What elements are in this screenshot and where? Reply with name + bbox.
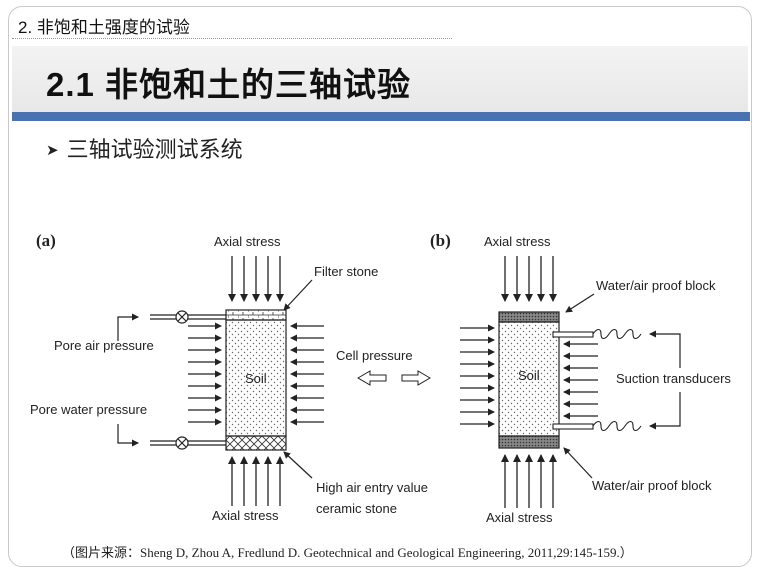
filter-stone-label: Filter stone — [314, 264, 378, 279]
proof-block-bottom — [498, 435, 560, 449]
filter-stone-pointer — [283, 279, 313, 311]
pore-water-line — [117, 424, 226, 450]
panel-a: (a) Axial stress Filter stone Soil — [30, 231, 431, 523]
cell-pressure-label: Cell pressure — [336, 348, 413, 363]
ceramic-stone-pointer — [283, 451, 313, 479]
pore-air-pressure-label: Pore air pressure — [54, 338, 154, 353]
title-accent-bar — [12, 112, 750, 121]
soil-label-a: Soil — [245, 371, 267, 386]
soil-specimen-a — [225, 319, 287, 437]
proof-block-top — [498, 311, 560, 323]
panel-b: (b) Axial stress Water/air proof block S… — [430, 231, 731, 525]
soil-label-b: Soil — [518, 368, 540, 383]
axial-stress-top-label-b: Axial stress — [484, 234, 551, 249]
bullet-arrow-icon: ➤ — [46, 142, 59, 159]
cell-pressure-left-arrows-b — [460, 324, 495, 428]
high-air-entry-label-line1: High air entry value — [316, 480, 428, 495]
axial-stress-bottom-label-a: Axial stress — [212, 508, 279, 523]
axial-stress-bottom-label-b: Axial stress — [486, 510, 553, 525]
proof-block-bottom-label: Water/air proof block — [592, 478, 712, 493]
title-band — [12, 46, 748, 112]
cell-pressure-left-arrows-a — [188, 322, 222, 426]
proof-block-top-pointer — [565, 293, 595, 313]
proof-block-bottom-pointer — [563, 447, 593, 479]
cell-pressure-arrow-left-icon — [357, 370, 387, 386]
panel-b-tag: (b) — [430, 231, 451, 250]
high-air-entry-label-line2: ceramic stone — [316, 501, 397, 516]
proof-block-top-label: Water/air proof block — [596, 278, 716, 293]
section-title: 2. 非饱和土强度的试验 — [18, 18, 190, 37]
bullet-item: ➤ 三轴试验测试系统 — [46, 132, 243, 164]
suction-pointers — [649, 330, 681, 430]
figure-caption: （图片来源：Sheng D, Zhou A, Fredlund D. Geote… — [62, 545, 633, 560]
axial-stress-top-arrows-b — [501, 256, 557, 302]
bullet-text: 三轴试验测试系统 — [66, 137, 243, 162]
pore-air-line — [117, 310, 226, 341]
filter-stone — [225, 309, 287, 321]
cell-pressure-right-arrows-b — [563, 340, 598, 420]
cell-pressure-right-arrows-a — [290, 322, 324, 426]
triaxial-figure: (a) Axial stress Filter stone Soil — [18, 216, 738, 534]
panel-a-tag: (a) — [36, 231, 56, 250]
axial-stress-bottom-arrows-a — [228, 456, 284, 506]
slide-title: 2.1 非饱和土的三轴试验 — [46, 66, 412, 103]
axial-stress-top-label-a: Axial stress — [214, 234, 281, 249]
triaxial-diagram: (a) Axial stress Filter stone Soil — [30, 231, 731, 525]
axial-stress-bottom-arrows-b — [501, 454, 557, 508]
cell-pressure-arrow-right-icon — [401, 370, 431, 386]
suction-transducer-bottom — [552, 420, 642, 432]
pore-water-pressure-label: Pore water pressure — [30, 402, 147, 417]
header-divider — [12, 38, 452, 39]
soil-specimen-b — [498, 321, 560, 437]
axial-stress-top-arrows-a — [228, 256, 284, 302]
ceramic-stone — [225, 435, 287, 451]
suction-transducer-top — [552, 328, 642, 340]
suction-transducers-label: Suction transducers — [616, 371, 731, 386]
